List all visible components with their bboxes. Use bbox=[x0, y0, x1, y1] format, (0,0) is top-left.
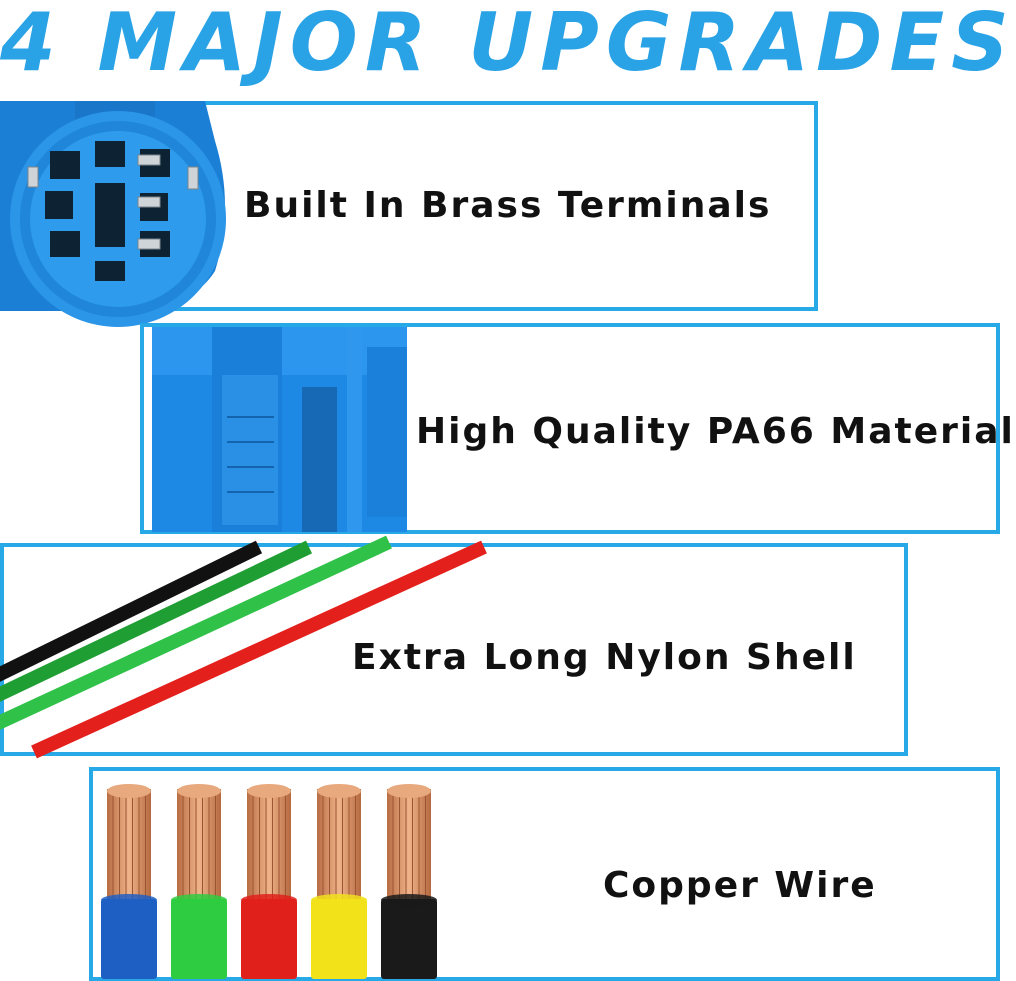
feature-label: Built In Brass Terminals bbox=[244, 185, 772, 226]
wire-insulation bbox=[241, 899, 297, 979]
feature-label: Extra Long Nylon Shell bbox=[352, 637, 857, 678]
copper-wire-ends-icon bbox=[101, 784, 437, 979]
wire-insulation bbox=[311, 899, 367, 979]
copper-strands bbox=[317, 789, 361, 909]
copper-strands bbox=[107, 789, 151, 909]
feature-label: High Quality PA66 Material bbox=[416, 411, 1015, 452]
page-title: 4 MAJOR UPGRADES bbox=[0, 0, 1016, 89]
wire-insulation bbox=[171, 899, 227, 979]
copper-strands bbox=[247, 789, 291, 909]
copper-strands bbox=[387, 789, 431, 909]
feature-panel-pa66-material: High Quality PA66 Material bbox=[140, 323, 1013, 534]
feature-panel-copper-wire: Copper Wire bbox=[89, 767, 1000, 981]
wire-insulation bbox=[381, 899, 437, 979]
wire-insulation bbox=[101, 899, 157, 979]
feature-panel-nylon-shell: Extra Long Nylon Shell bbox=[0, 535, 908, 759]
feature-panel-brass-terminals: Built In Brass Terminals bbox=[0, 101, 818, 327]
copper-strands bbox=[177, 789, 221, 909]
connector-side-icon bbox=[152, 327, 407, 532]
wires-icon bbox=[0, 535, 487, 759]
connector-face-icon bbox=[0, 101, 226, 327]
feature-label: Copper Wire bbox=[603, 865, 877, 906]
